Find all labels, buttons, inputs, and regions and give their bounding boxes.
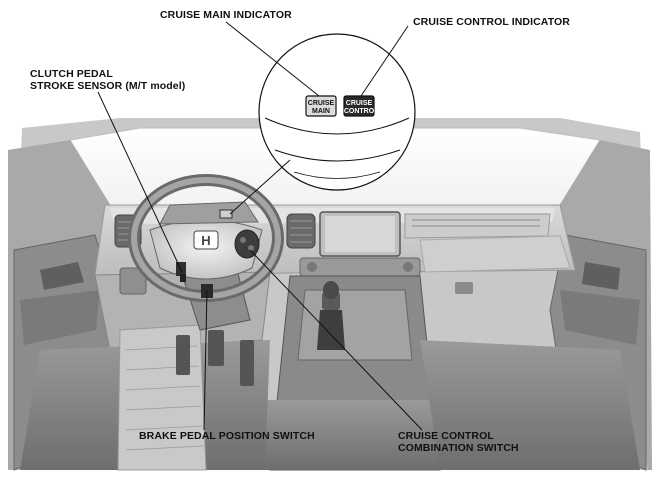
cruise-main-indicator-icon: [305, 95, 337, 117]
honda-logo: H: [201, 233, 210, 248]
leader-combination-switch: [249, 249, 423, 431]
label-cruise-control: CRUISE CONTROL: [398, 430, 494, 442]
label-clutch-pedal: CLUTCH PEDAL: [30, 68, 113, 80]
label-brake-pedal-position-switch: BRAKE PEDAL POSITION SWITCH: [139, 430, 315, 442]
leader-clutch-sensor: [97, 91, 183, 273]
cruise-control-indicator-icon: [343, 95, 375, 117]
cruise-main-line1: CRUISE: [308, 100, 335, 107]
leader-cluster-to-inset: [229, 159, 291, 215]
cruise-control-line2: CONTRO: [344, 108, 375, 115]
cruise-main-line2: MAIN: [312, 108, 330, 115]
floor-area: [20, 324, 640, 471]
leader-brake-switch: [203, 289, 208, 431]
label-clutch-pedal-stroke-sensor: STROKE SENSOR (M/T model): [30, 80, 186, 92]
leader-control-indicator: [360, 25, 409, 97]
center-console: [260, 275, 460, 471]
cruise-control-line1: CRUISE: [346, 100, 373, 107]
label-cruise-control-indicator: CRUISE CONTROL INDICATOR: [413, 16, 570, 28]
leader-main-indicator: [225, 21, 320, 97]
leader-lines: [97, 21, 423, 431]
label-combination-switch: COMBINATION SWITCH: [398, 442, 519, 454]
label-cruise-main-indicator: CRUISE MAIN INDICATOR: [160, 9, 292, 21]
